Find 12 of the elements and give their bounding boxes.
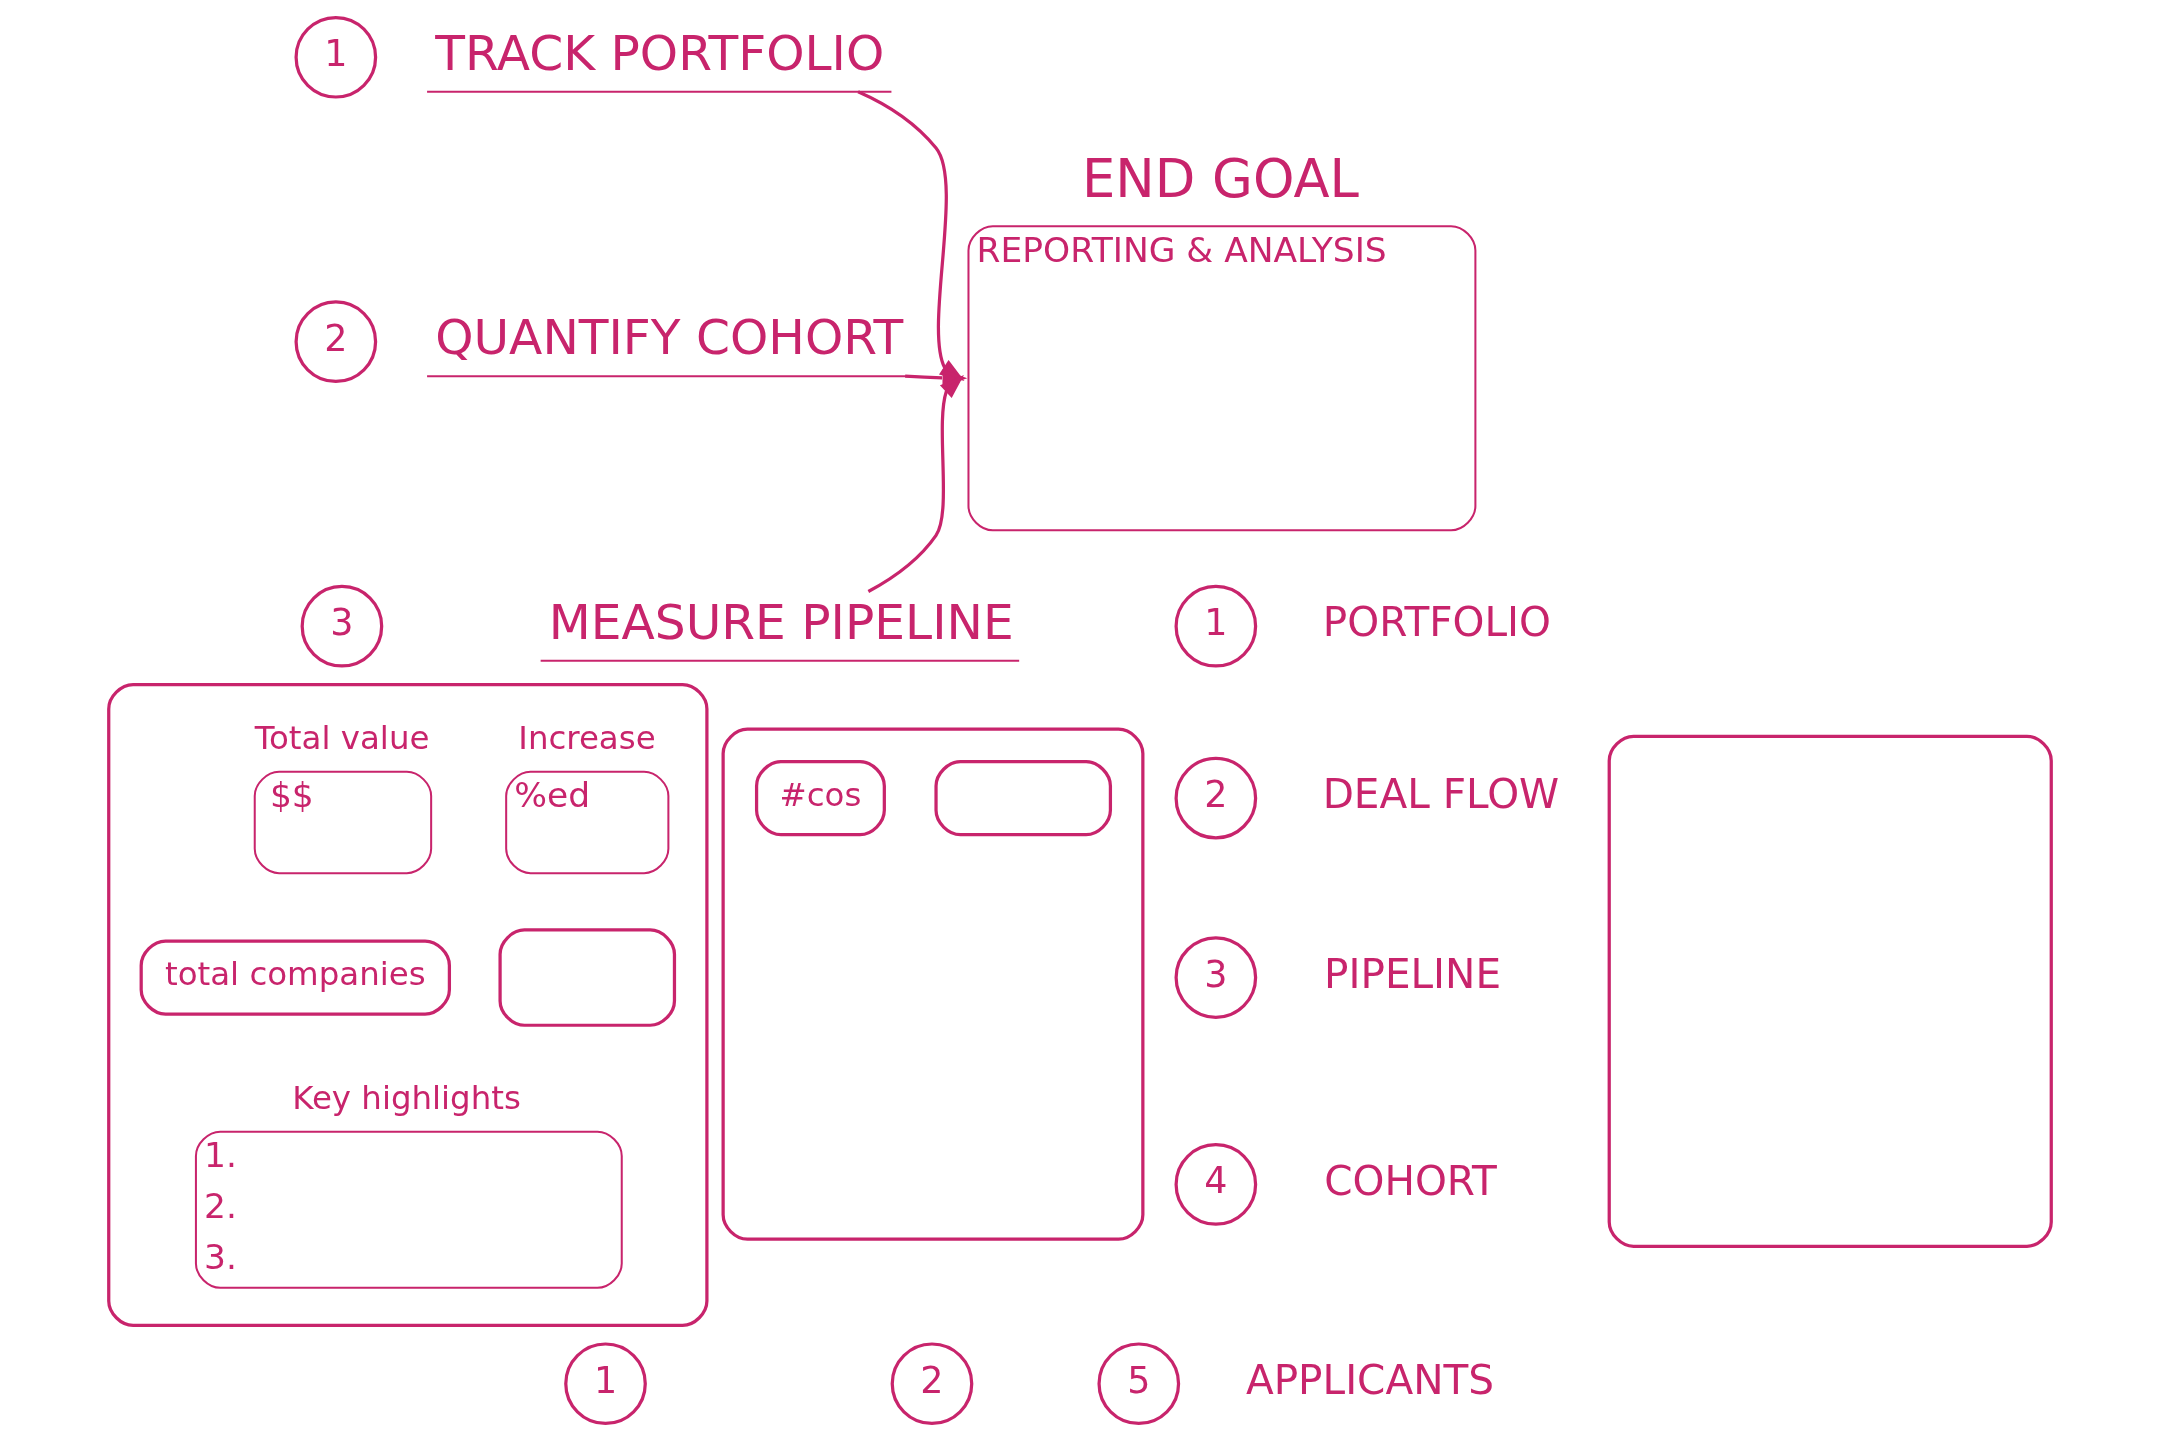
node-label: DEAL FLOW	[1322, 769, 1560, 818]
node-label: Total value	[254, 718, 430, 757]
node-label: END GOAL	[1082, 147, 1359, 209]
node-text: MEASURE PIPELINE	[548, 593, 1014, 650]
node-label: APPLICANTS	[1245, 1355, 1494, 1404]
node-label: Key highlights	[292, 1078, 521, 1117]
node-label: PIPELINE	[1324, 949, 1502, 998]
node-label: COHORT	[1324, 1156, 1497, 1205]
node-label: PORTFOLIO	[1322, 597, 1551, 646]
node-label: Increase	[518, 718, 656, 757]
node-text: QUANTIFY COHORT	[435, 308, 904, 365]
node-text: TRACK PORTFOLIO	[435, 24, 885, 81]
